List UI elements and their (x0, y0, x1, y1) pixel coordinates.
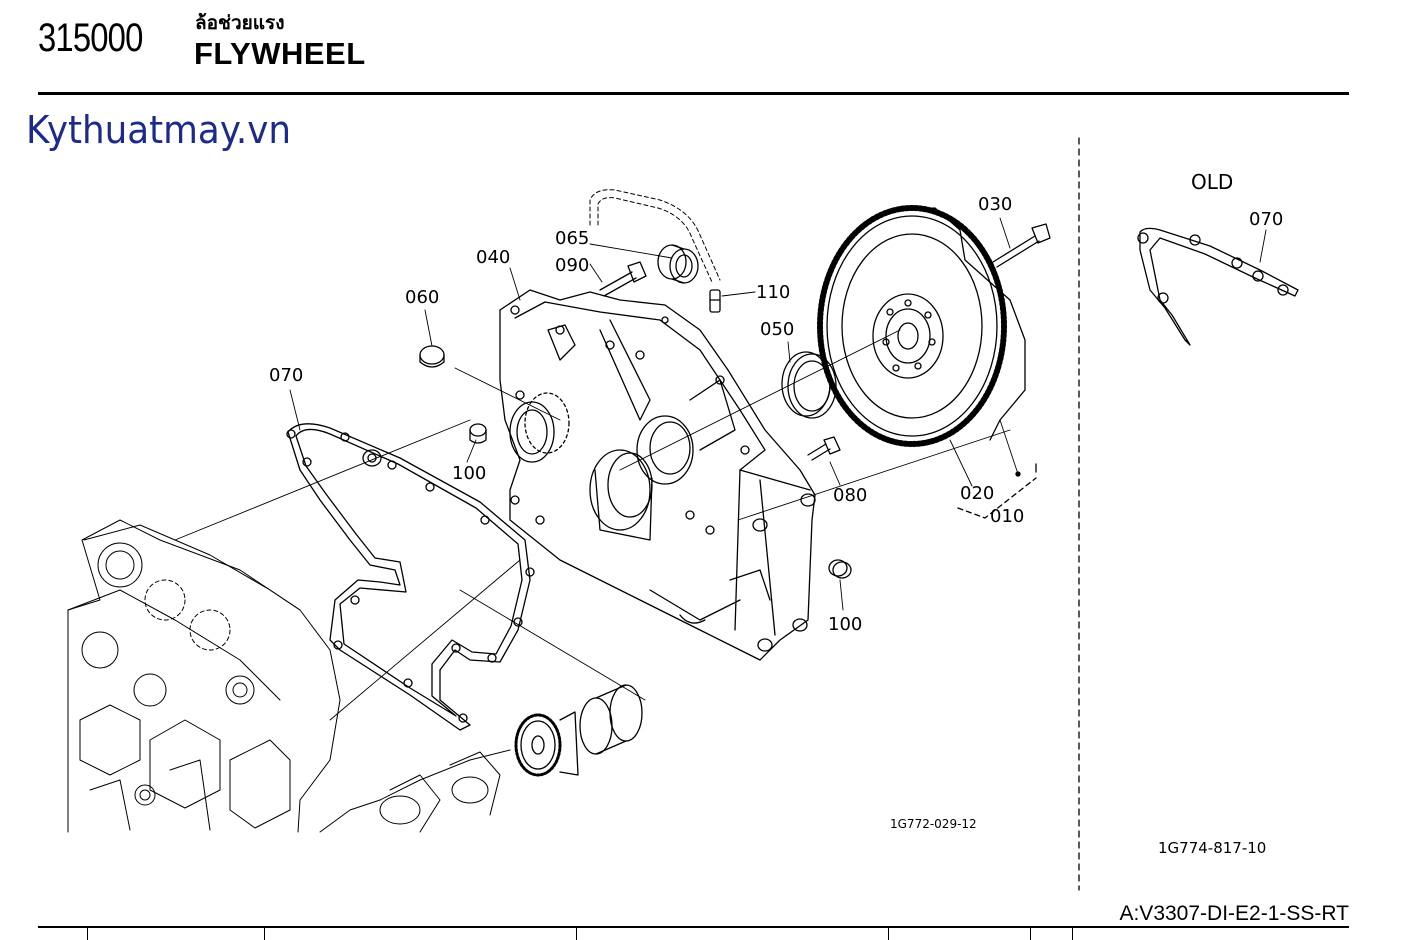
model-code: A:V3307-DI-E2-1-SS-RT (1119, 902, 1349, 925)
part-label-060: 060 (405, 287, 440, 308)
engine-block (67, 519, 341, 833)
part-label-020: 020 (960, 483, 995, 504)
crankshaft (319, 749, 511, 833)
plug-100-upper (469, 423, 487, 444)
bolt-090 (599, 261, 647, 297)
oil-seal-065 (657, 244, 699, 284)
crank-gear (514, 711, 579, 777)
bolt-030 (992, 223, 1051, 268)
old-inset-drawing-code: 1G774-817-10 (1158, 839, 1267, 857)
plug-060 (419, 345, 445, 368)
set-bracket-010 (957, 477, 1037, 519)
footer-column-divider (264, 928, 265, 940)
old-gasket-070 (1137, 227, 1299, 346)
gasket-070 (286, 423, 535, 731)
pipe-joint-110 (709, 289, 721, 313)
footer-column-divider (1030, 928, 1031, 940)
collar-ring (579, 684, 643, 755)
part-label-070: 070 (269, 365, 304, 386)
part-label-030: 030 (978, 194, 1013, 215)
label-leaders (289, 217, 1019, 611)
old-inset-title: OLD (1191, 170, 1234, 194)
section-code: 315000 (38, 16, 143, 60)
flywheel-housing-040 (499, 289, 816, 661)
header-rule (38, 92, 1349, 95)
part-label-100-lower: 100 (828, 614, 863, 635)
watermark: Kythuatmay.vn (26, 108, 292, 152)
oil-pipe (589, 189, 721, 283)
part-label-090: 090 (555, 255, 590, 276)
title-thai: ล้อช่วยแรง (195, 12, 285, 34)
part-label-110: 110 (756, 282, 791, 303)
footer-column-divider (576, 928, 577, 940)
old-inset-part-label-070: 070 (1249, 209, 1284, 230)
page-title: FLYWHEEL (194, 36, 366, 71)
footer-column-divider (888, 928, 889, 940)
main-drawing-code: 1G772-029-12 (890, 817, 977, 831)
flywheel-020 (817, 205, 1026, 447)
part-label-040: 040 (476, 247, 511, 268)
part-label-080: 080 (833, 485, 868, 506)
part-label-065: 065 (555, 228, 590, 249)
footer-column-divider (87, 928, 88, 940)
part-label-010: 010 (990, 506, 1025, 527)
plug-100-lower (828, 559, 852, 579)
center-lines (174, 329, 1011, 721)
part-label-050: 050 (760, 319, 795, 340)
part-label-100-upper: 100 (452, 463, 487, 484)
bolt-080 (807, 436, 841, 461)
footer-rule (38, 926, 1349, 928)
footer-column-divider (1072, 928, 1073, 940)
